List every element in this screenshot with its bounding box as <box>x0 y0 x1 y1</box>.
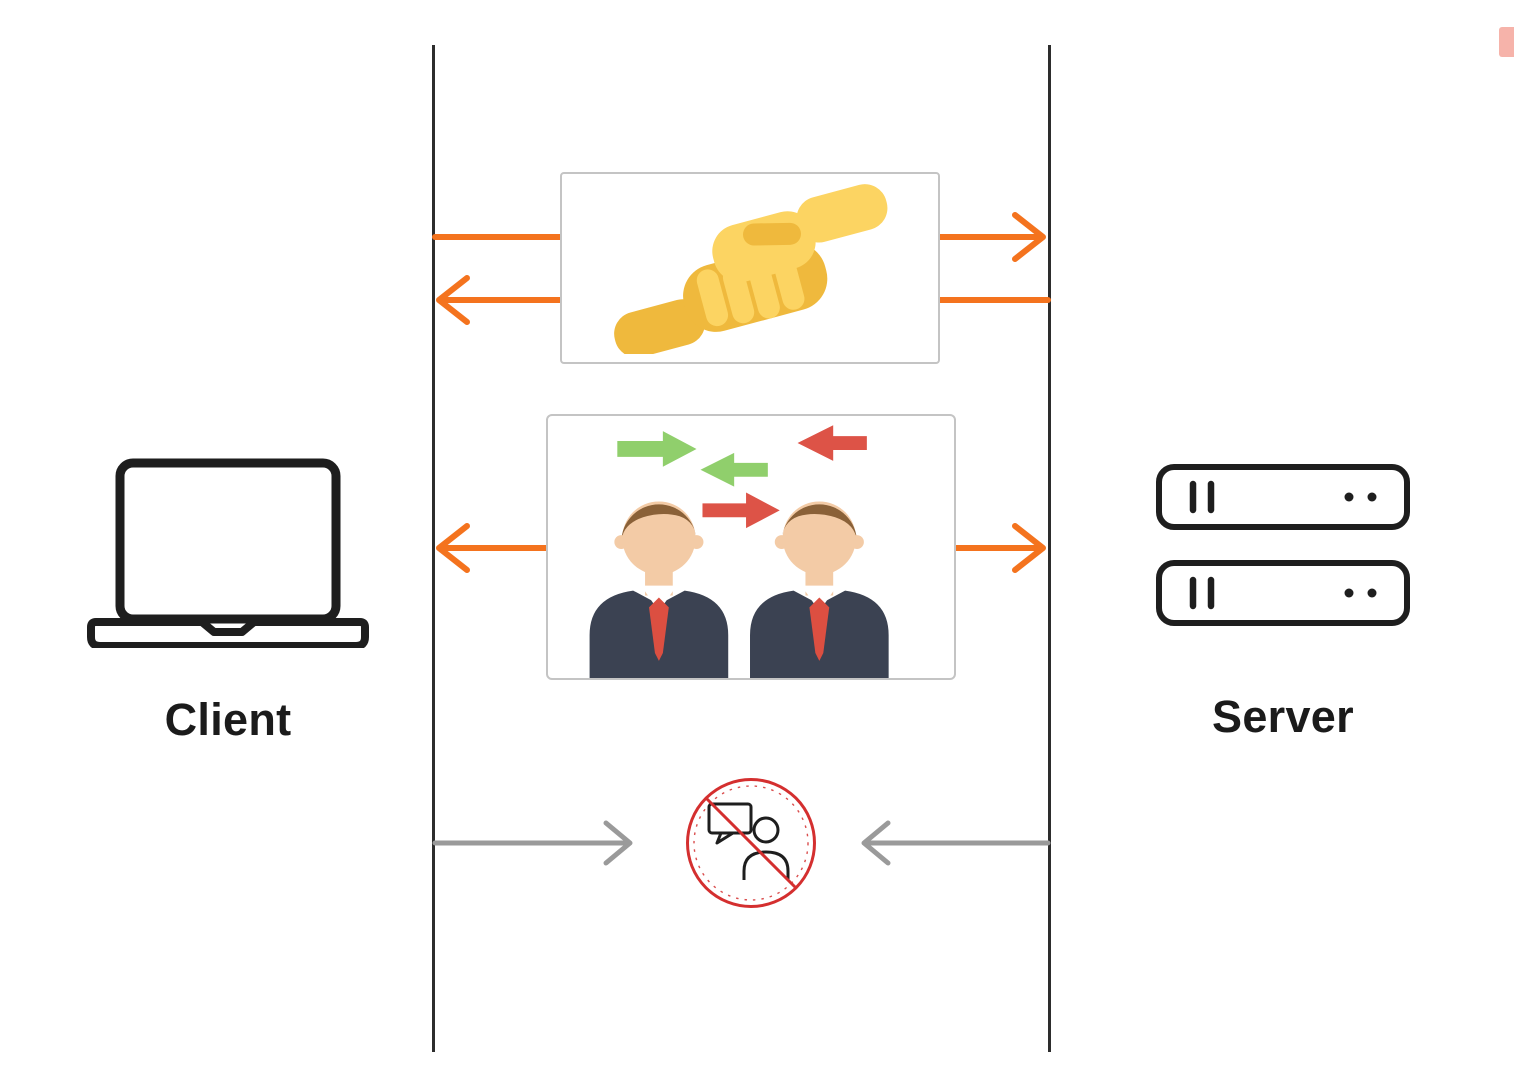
green-right-arrow-icon <box>617 431 697 467</box>
data-exchange-box <box>546 414 956 680</box>
red-right-arrow-icon <box>702 492 780 529</box>
client-node: Client <box>86 456 370 742</box>
green-left-arrow-icon <box>700 452 768 487</box>
prohibition-circle <box>686 778 816 908</box>
server-label: Server <box>1212 691 1354 742</box>
person-speech-icon <box>707 802 790 880</box>
arrowhead-right-icon <box>603 820 633 866</box>
no-communication-icon <box>683 775 819 911</box>
handshake-icon <box>614 184 888 354</box>
server-unit-2 <box>1156 560 1410 626</box>
arrowhead-left-icon <box>436 523 470 573</box>
laptop-base <box>87 618 369 650</box>
laptop-icon <box>87 458 369 650</box>
screen-edge-artifact <box>1499 27 1514 57</box>
arrowhead-left-icon <box>861 820 891 866</box>
businessman-left-icon <box>589 501 729 678</box>
client-label: Client <box>164 694 292 745</box>
handshake-box <box>560 172 940 364</box>
prohibition-dashed-circle <box>693 785 809 901</box>
laptop-screen <box>115 458 341 624</box>
close-arrow-from-server <box>861 820 1051 866</box>
server-node: Server <box>1155 463 1411 739</box>
person-body-icon <box>742 850 790 880</box>
person-head-icon <box>752 816 780 844</box>
close-arrow-from-client <box>432 820 633 866</box>
server-unit-1 <box>1156 464 1410 530</box>
prohibition-slash <box>705 797 797 889</box>
people-data-exchange-icon <box>589 425 889 678</box>
arrowhead-left-icon <box>436 275 470 325</box>
server-rack-icon <box>1156 464 1410 626</box>
arrowhead-right-icon <box>1012 212 1046 262</box>
red-left-arrow-icon <box>797 425 867 461</box>
speech-bubble-icon <box>707 802 753 835</box>
businessman-right-icon <box>750 501 889 678</box>
arrowhead-right-icon <box>1012 523 1046 573</box>
